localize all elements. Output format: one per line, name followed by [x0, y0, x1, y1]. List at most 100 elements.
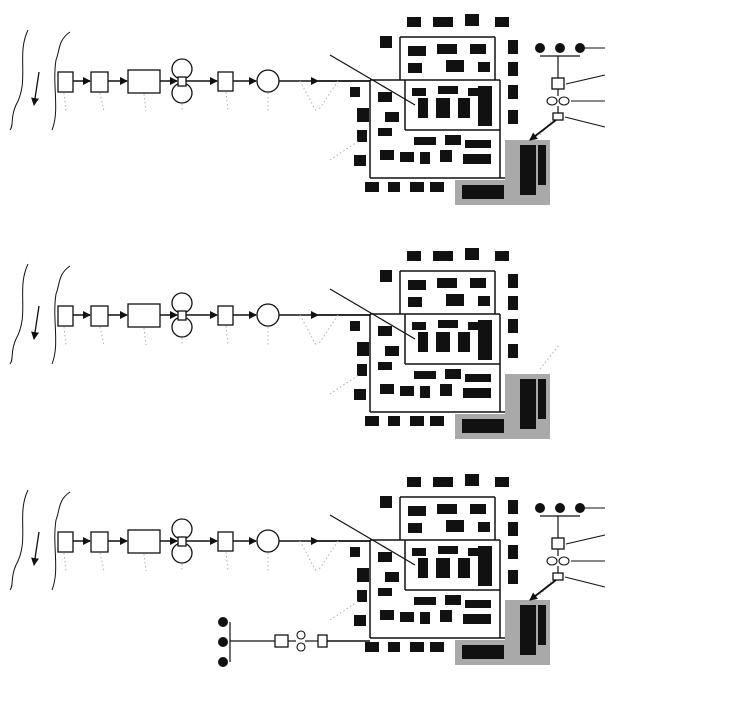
- source-well: [218, 637, 228, 647]
- building-block: [380, 610, 394, 620]
- side-pump: [558, 96, 570, 106]
- building-block: [350, 87, 360, 97]
- building-block: [380, 270, 392, 282]
- building-block: [468, 322, 486, 330]
- source-well: [555, 43, 565, 53]
- building-block: [538, 605, 546, 645]
- building-block: [520, 379, 536, 429]
- bottom-pump: [296, 642, 306, 652]
- leader-line: [63, 552, 67, 572]
- leader-line: [143, 327, 147, 346]
- scheme-panel-2: [9, 474, 606, 667]
- building-block: [350, 547, 360, 557]
- building-block: [433, 477, 453, 487]
- building-block: [418, 98, 428, 118]
- building-block: [433, 251, 453, 261]
- source-well: [535, 43, 545, 53]
- tower-circle: [256, 303, 280, 327]
- treatment-box-3: [127, 529, 161, 554]
- building-block: [508, 85, 518, 99]
- building-block: [400, 612, 414, 622]
- building-block: [385, 346, 399, 356]
- building-block: [357, 590, 367, 602]
- building-block: [412, 88, 426, 96]
- building-block: [538, 145, 546, 185]
- building-block: [410, 416, 424, 426]
- source-well: [218, 617, 228, 627]
- building-block: [378, 362, 392, 370]
- building-block: [438, 546, 458, 554]
- flow-direction-arrow: [31, 531, 40, 566]
- side-pump: [558, 556, 570, 566]
- building-block: [468, 88, 486, 96]
- building-block: [438, 86, 458, 94]
- river-bank-line: [9, 29, 29, 131]
- treatment-box-2: [90, 531, 109, 553]
- building-block: [365, 182, 379, 192]
- building-block: [357, 364, 367, 376]
- building-block: [440, 610, 452, 622]
- building-block: [446, 520, 464, 532]
- treatment-box-2: [90, 71, 109, 93]
- building-block: [462, 645, 504, 659]
- building-block: [407, 17, 421, 27]
- river-bank-line: [51, 265, 71, 365]
- leader-line: [143, 553, 147, 572]
- building-block: [468, 548, 486, 556]
- label-9-leader: [329, 514, 416, 566]
- side-box-3: [551, 77, 565, 90]
- building-block: [538, 379, 546, 419]
- tower-circle: [256, 529, 280, 553]
- leader-line: [99, 92, 105, 112]
- leader-line: [99, 552, 105, 572]
- building-block: [478, 86, 492, 126]
- label-10-leader: [539, 343, 561, 370]
- building-block: [465, 140, 491, 148]
- building-block: [378, 128, 392, 136]
- building-block: [438, 320, 458, 328]
- building-block: [420, 152, 430, 164]
- side-box-3: [551, 537, 565, 550]
- scheme-panel-1: [9, 248, 561, 439]
- treatment-box-3: [127, 303, 161, 328]
- label-leader: [564, 576, 606, 588]
- side-box-5: [552, 572, 564, 581]
- building-block: [495, 251, 509, 261]
- building-block: [508, 296, 518, 310]
- building-block: [508, 40, 518, 54]
- building-block: [433, 17, 453, 27]
- bottom-box-5: [317, 634, 328, 648]
- building-block: [357, 130, 367, 142]
- leader-line: [299, 80, 317, 112]
- building-block: [388, 182, 400, 192]
- scheme-panel-0: [9, 14, 606, 205]
- building-block: [410, 182, 424, 192]
- building-block: [458, 332, 470, 352]
- label-9-leader: [329, 54, 416, 106]
- pump-connector: [177, 536, 187, 547]
- building-block: [508, 62, 518, 76]
- bottom-box-3: [274, 634, 289, 648]
- building-block: [465, 248, 479, 260]
- building-block: [437, 44, 457, 54]
- building-block: [470, 44, 486, 54]
- label-leader: [565, 534, 606, 545]
- building-block: [508, 545, 518, 559]
- building-block: [508, 344, 518, 358]
- building-block: [408, 297, 422, 307]
- building-block: [400, 152, 414, 162]
- building-block: [378, 552, 392, 562]
- building-block: [440, 384, 452, 396]
- building-block: [478, 62, 490, 72]
- building-block: [440, 150, 452, 162]
- building-block: [380, 150, 394, 160]
- building-block: [350, 321, 360, 331]
- building-block: [378, 588, 392, 596]
- intake-box: [57, 71, 74, 93]
- building-block: [414, 597, 436, 605]
- building-block: [354, 155, 366, 166]
- leader-line: [299, 540, 317, 572]
- building-block: [365, 416, 379, 426]
- building-block: [436, 98, 450, 118]
- leader-line: [317, 540, 339, 572]
